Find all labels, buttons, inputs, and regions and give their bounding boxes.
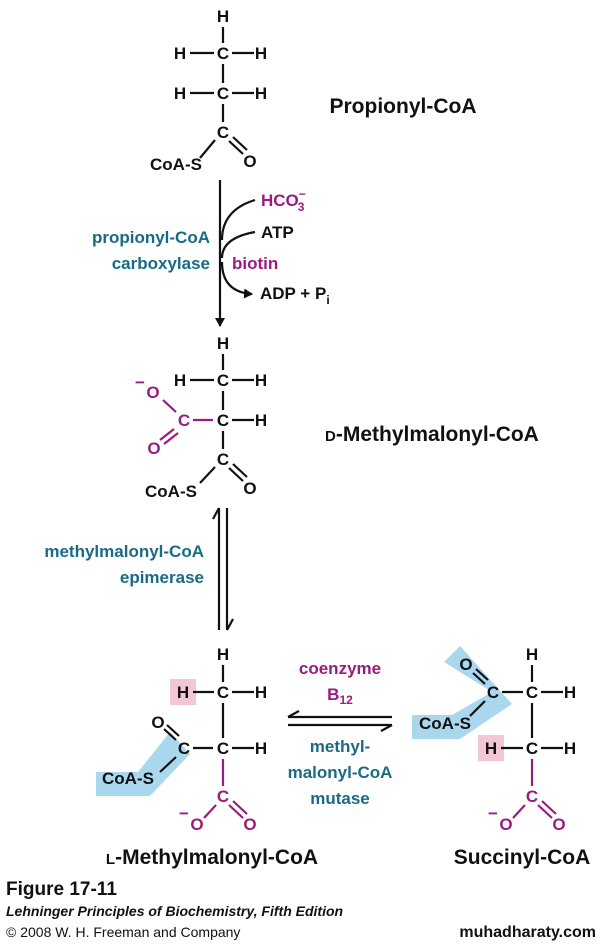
compound-name-propionyl-coa: Propionyl-CoA — [330, 95, 477, 118]
atom-c: C — [526, 739, 538, 758]
atom-c: C — [487, 683, 499, 702]
atom-o: O — [243, 479, 256, 498]
atom-o: O — [146, 383, 159, 402]
atom-c: C — [217, 84, 229, 103]
l-methylmalonyl-coa-structure: H H C H C H C O CoA-S C O − O — [96, 645, 267, 834]
product-adp-pi: ADP + Pi — [260, 284, 330, 307]
figure-number: Figure 17-11 — [6, 879, 117, 900]
enzyme-label-line: mutase — [310, 789, 370, 808]
d-methylmalonyl-coa-structure: H H C H C H C O − O C O CoA-S — [135, 334, 267, 501]
atom-c: C — [217, 450, 229, 469]
charge-minus: − — [179, 804, 189, 823]
cofactor-atp: ATP — [261, 223, 294, 242]
charge-minus: − — [488, 804, 498, 823]
atom-o: O — [459, 655, 472, 674]
atom-o: O — [190, 815, 203, 834]
atom-h: H — [564, 683, 576, 702]
enzyme-label-line: propionyl-CoA — [92, 228, 210, 247]
cofactor-bicarbonate: HCO−3 — [261, 187, 306, 214]
cofactor-coenzyme: coenzyme — [299, 659, 381, 678]
compound-name-d-methylmalonyl-coa: D-Methylmalonyl-CoA — [325, 423, 539, 446]
coa-s-label: CoA-S — [145, 482, 197, 501]
atom-h: H — [485, 739, 497, 758]
atom-o: O — [243, 152, 256, 171]
atom-c: C — [178, 411, 190, 430]
succinyl-coa-structure: H C H C O CoA-S H C H C O − O — [412, 645, 576, 834]
atom-o: O — [243, 815, 256, 834]
atom-h: H — [255, 411, 267, 430]
atom-h: H — [255, 44, 267, 63]
atom-c: C — [217, 787, 229, 806]
figure-source-book: Lehninger Principles of Biochemistry, Fi… — [6, 903, 343, 919]
coa-s-label: CoA-S — [419, 714, 471, 733]
propionyl-coa-structure: H H C H H C H C O CoA-S — [150, 7, 267, 174]
enzyme-label-line: methyl- — [310, 737, 370, 756]
charge-minus: − — [135, 373, 145, 392]
atom-h: H — [255, 683, 267, 702]
enzyme-label-line: malonyl-CoA — [288, 763, 393, 782]
enzyme-label-line: epimerase — [120, 568, 204, 587]
atom-h: H — [217, 334, 229, 353]
mutase-equilibrium-arrow — [287, 710, 393, 732]
atom-h: H — [217, 7, 229, 26]
atom-c: C — [178, 739, 190, 758]
atom-c: C — [217, 739, 229, 758]
figure-copyright: © 2008 W. H. Freeman and Company — [6, 924, 240, 940]
compound-name-l-methylmalonyl-coa: L-Methylmalonyl-CoA — [106, 846, 318, 869]
atom-c: C — [217, 123, 229, 142]
cofactor-b12: B12 — [327, 685, 353, 707]
atom-h: H — [255, 739, 267, 758]
carboxylase-reaction-arrow — [215, 180, 256, 327]
coa-s-label: CoA-S — [102, 769, 154, 788]
atom-o: O — [151, 713, 164, 732]
atom-h: H — [174, 371, 186, 390]
cofactor-biotin: biotin — [232, 254, 278, 273]
atom-h: H — [174, 44, 186, 63]
atom-o: O — [499, 815, 512, 834]
atom-h: H — [564, 739, 576, 758]
atom-o: O — [147, 439, 160, 458]
atom-h: H — [255, 84, 267, 103]
epimerase-equilibrium-arrow — [212, 507, 234, 631]
atom-c: C — [217, 411, 229, 430]
atom-c: C — [217, 683, 229, 702]
watermark: muhadharaty.com — [459, 924, 596, 941]
atom-c: C — [217, 44, 229, 63]
atom-c: C — [526, 787, 538, 806]
atom-c: C — [217, 371, 229, 390]
atom-h: H — [526, 645, 538, 664]
compound-name-succinyl-coa: Succinyl-CoA — [454, 846, 591, 869]
atom-c: C — [526, 683, 538, 702]
atom-h: H — [217, 645, 229, 664]
enzyme-label-line: methylmalonyl-CoA — [44, 542, 204, 561]
atom-h: H — [177, 683, 189, 702]
coa-s-label: CoA-S — [150, 155, 202, 174]
atom-h: H — [255, 371, 267, 390]
enzyme-label-line: carboxylase — [112, 254, 210, 273]
atom-o: O — [552, 815, 565, 834]
atom-h: H — [174, 84, 186, 103]
